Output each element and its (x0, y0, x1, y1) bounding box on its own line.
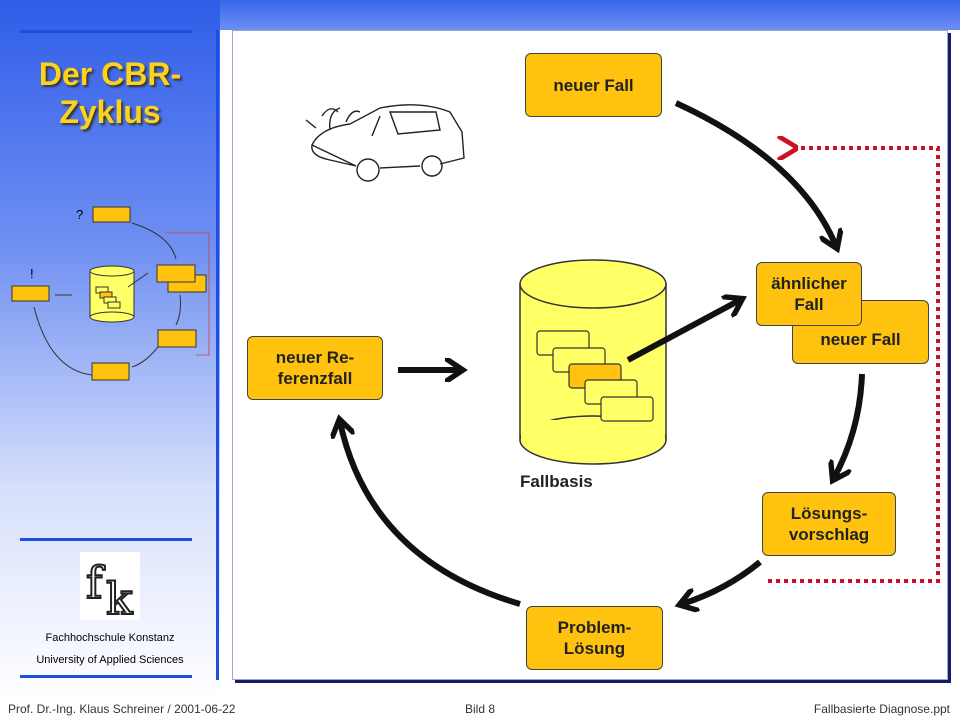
case-base-label: Fallbasis (520, 472, 593, 491)
fh-logo: f k (80, 552, 140, 626)
mini-box-similar (156, 264, 196, 283)
mini-box-new-case (92, 206, 131, 223)
mini-cycle-diagram: ? ! (11, 206, 210, 381)
top-band (220, 0, 960, 30)
box-similar-case: ähnlicher Fall (756, 262, 862, 326)
box-new-case: neuer Fall (525, 53, 662, 117)
mini-box-solution (91, 362, 130, 381)
sidebar-mid-line (20, 538, 192, 541)
box-solution-proposal: Lösungs- vorschlag (762, 492, 896, 556)
mini-box-proposal (157, 329, 197, 348)
mini-arrow-4 (33, 306, 93, 376)
svg-text:k: k (106, 574, 133, 620)
mini-arrow-3 (131, 346, 159, 368)
mini-box-reference (11, 285, 50, 302)
mini-arrow-6 (127, 272, 149, 288)
institution-name: Fachhochschule Konstanz (45, 632, 175, 644)
box-problem-solution: Problem- Lösung (526, 606, 663, 670)
footer-author: Prof. Dr.-Ing. Klaus Schreiner / 2001-06… (8, 702, 236, 716)
slide-title: Der CBR- Zyklus (38, 56, 182, 130)
vertical-divider (216, 30, 219, 680)
sidebar-top-line (20, 30, 192, 33)
svg-text:f: f (86, 558, 105, 609)
mini-dotted-feedback (165, 232, 210, 356)
institution-name-en: University of Applied Sciences (36, 654, 184, 666)
box-new-reference-case: neuer Re- ferenzfall (247, 336, 383, 400)
mini-arrow-1 (131, 222, 177, 260)
mini-arrow-2 (175, 294, 181, 326)
sidebar-bottom-line (20, 675, 192, 678)
mini-question-mark: ? (76, 207, 83, 222)
footer-filename: Fallbasierte Diagnose.ppt (813, 702, 950, 716)
mini-exclamation-mark: ! (30, 266, 34, 281)
mini-cylinder (89, 265, 135, 323)
footer-slide-number: Bild 8 (465, 702, 496, 716)
